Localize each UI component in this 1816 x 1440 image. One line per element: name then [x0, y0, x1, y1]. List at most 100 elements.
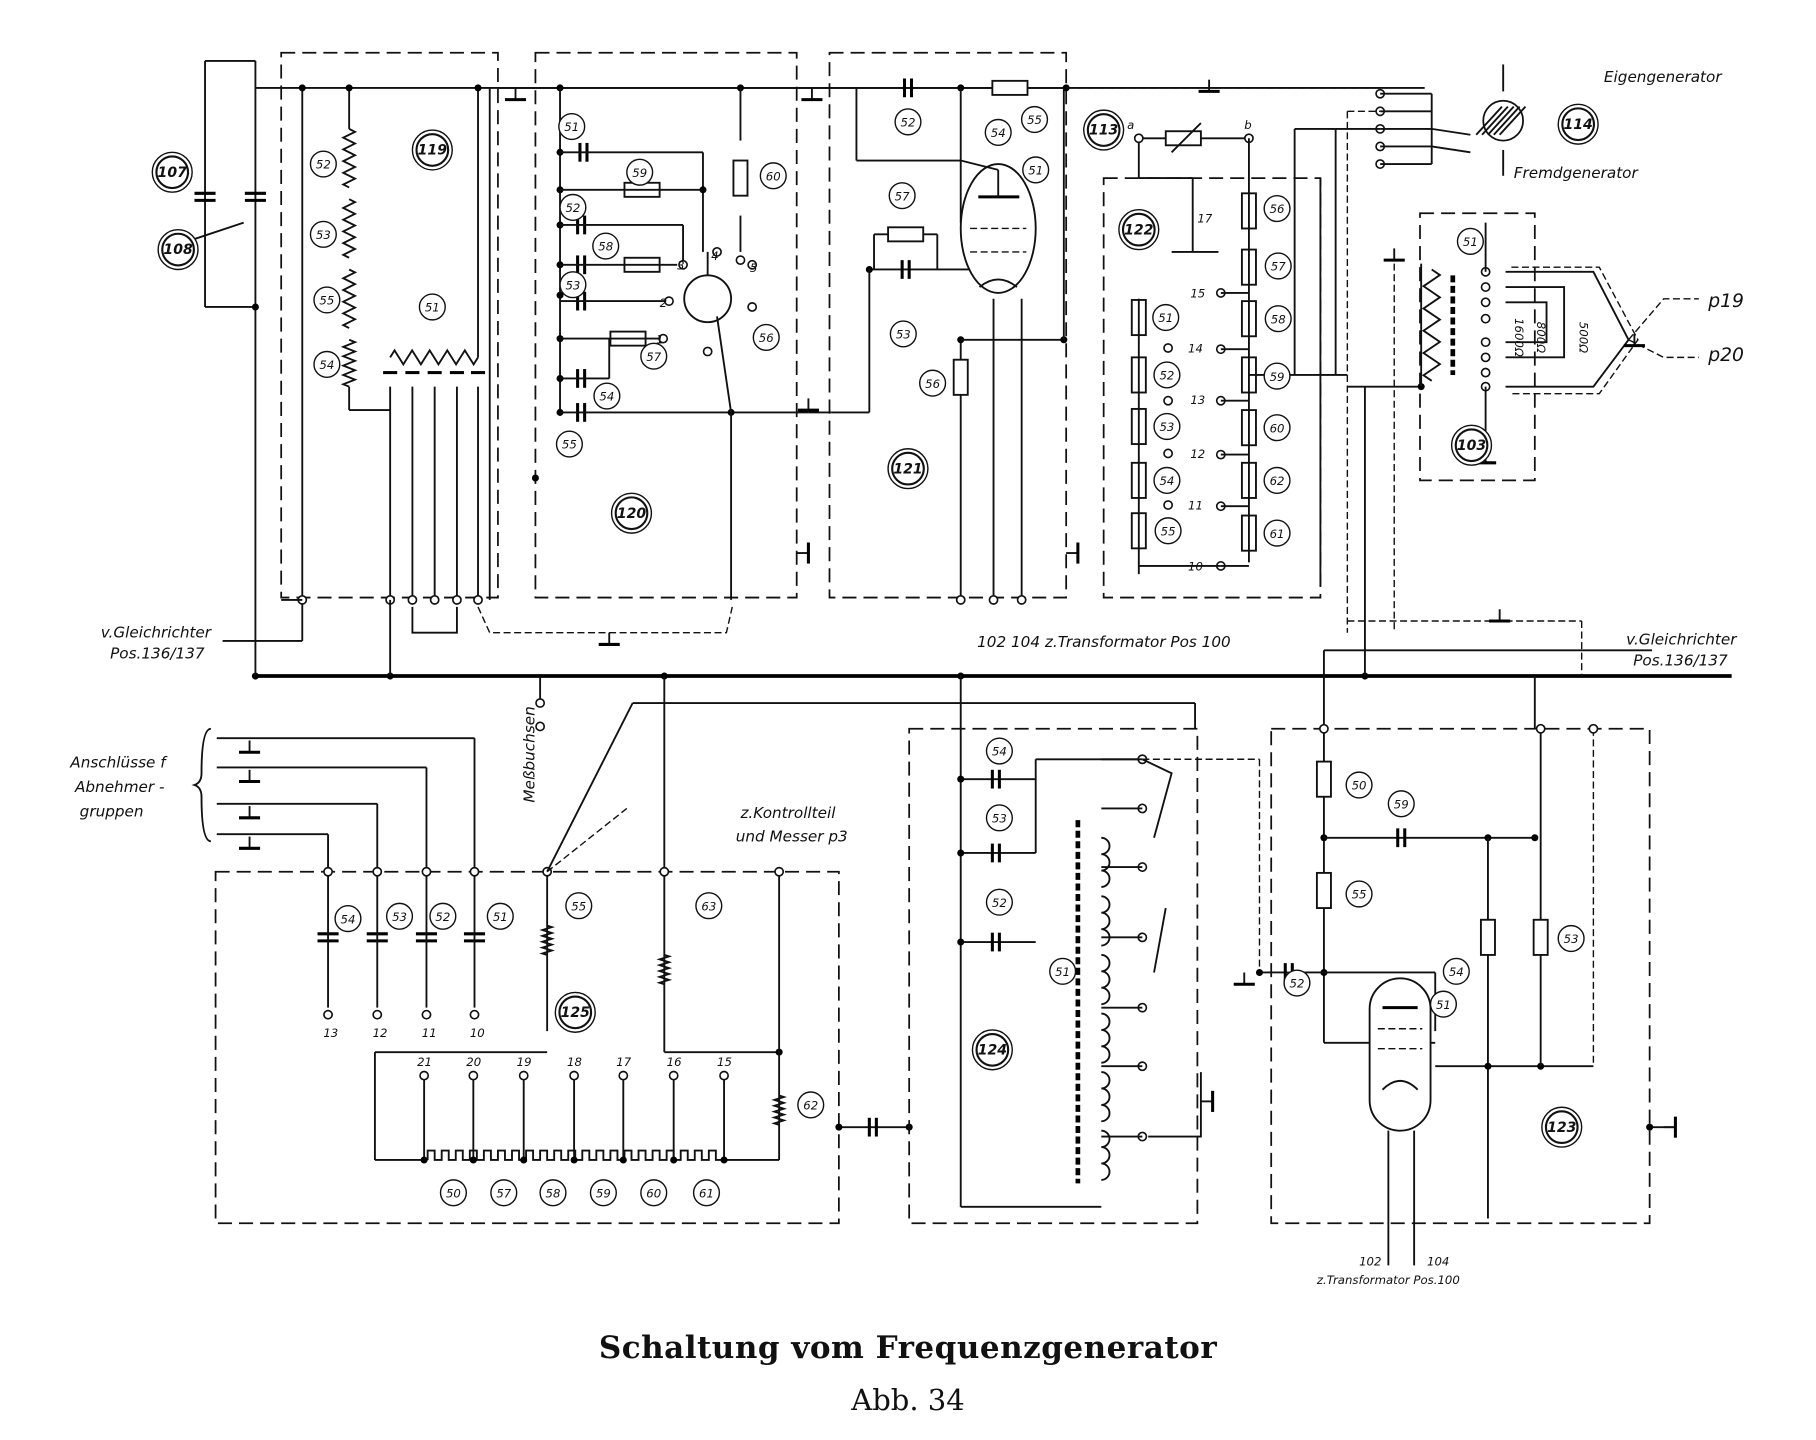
label-text: 121	[893, 461, 922, 477]
terminal	[452, 594, 462, 605]
junction-dot	[556, 335, 564, 343]
label-circle	[1263, 466, 1291, 494]
outer-ring	[1118, 209, 1160, 251]
label-circle	[439, 1179, 468, 1207]
label-circle	[640, 342, 668, 370]
label-text: 54	[341, 912, 356, 926]
label-text: 58	[1271, 312, 1286, 326]
terminal	[518, 1070, 529, 1081]
label-circle	[1557, 924, 1585, 953]
component-label-m125: 54	[334, 905, 362, 933]
label-text: 55	[562, 438, 577, 452]
resistor-icon	[887, 226, 925, 243]
label-circle	[539, 1179, 567, 1207]
label-text: 50	[446, 1186, 461, 1200]
component-label-m125: 50	[439, 1179, 468, 1207]
terminal	[372, 866, 383, 877]
label-text: 53	[896, 328, 911, 342]
component-label-m119: 55	[313, 286, 341, 314]
component-label-m125: 55	[565, 892, 593, 920]
component-label-m125: 57	[490, 1179, 518, 1207]
inner-ring	[1544, 1110, 1579, 1145]
terminal-number-m122: 11	[1188, 499, 1203, 513]
terminal-number-m122: 17	[1197, 212, 1212, 226]
component-label-m121: 52	[894, 108, 922, 136]
terminal-number-m125_taps: 20	[466, 1055, 481, 1069]
label-circle	[589, 1179, 617, 1207]
terminal	[1480, 352, 1491, 363]
outer-ring	[151, 151, 193, 193]
component-label-m120: 58	[592, 232, 620, 260]
component-label-m125: 61	[692, 1179, 721, 1207]
terminal	[1480, 337, 1491, 348]
label-circle	[759, 162, 787, 190]
terminal	[473, 594, 483, 605]
wire	[539, 924, 555, 956]
junction-dot	[720, 1156, 728, 1164]
label-text: 51	[564, 120, 579, 134]
label-text: 52	[316, 158, 331, 172]
component-label-m125: 58	[539, 1179, 567, 1207]
outer-ring	[887, 448, 929, 490]
label-text: 53	[1159, 420, 1174, 434]
terminal	[372, 1009, 383, 1020]
label-pos-left: Pos.136/137	[110, 644, 205, 662]
label-circle	[1283, 969, 1311, 997]
terminal	[468, 1070, 479, 1081]
module-label-108: 108	[157, 228, 199, 271]
label-circle	[385, 902, 414, 930]
outer-ring	[411, 129, 453, 171]
module-label-122: 122	[1118, 209, 1160, 251]
label-circle	[592, 232, 620, 260]
component-label-m123: 50	[1345, 771, 1373, 799]
label-104: 104	[1427, 1254, 1449, 1268]
component-label-m121: 53	[889, 320, 917, 348]
component-label-m124: 52	[985, 888, 1013, 916]
junction-dot	[556, 261, 564, 269]
junction-dot	[865, 265, 873, 274]
component-label-m122: 59	[1263, 362, 1291, 390]
label-text: 63	[701, 899, 716, 913]
module-121-boundary	[828, 51, 1068, 599]
label-circle	[1153, 412, 1181, 441]
label-circle	[695, 892, 723, 920]
component-label-m123: 52	[1283, 969, 1311, 997]
resistor-icon	[1479, 918, 1496, 956]
label-text: 103	[1457, 438, 1486, 454]
label-circle	[1049, 957, 1077, 985]
label-text: 61	[1270, 527, 1285, 541]
junction-dot	[1361, 672, 1369, 680]
label-text: 108	[163, 242, 193, 258]
label-text: 57	[1271, 260, 1286, 274]
label-circle	[692, 1179, 721, 1207]
terminal-number-m120: 1	[656, 332, 663, 346]
component-label-m120: 57	[640, 342, 668, 370]
label-circle	[1263, 362, 1291, 390]
terminal	[988, 594, 999, 605]
label-text: 54	[991, 126, 1006, 140]
label-fremdgenerator: Fremdgenerator	[1514, 164, 1640, 182]
label-circle	[1264, 252, 1292, 280]
terminal-number-m125_taps: 17	[616, 1055, 631, 1069]
wire	[960, 159, 999, 171]
label-text: 54	[992, 745, 1007, 759]
module-label-125: 125	[554, 991, 596, 1033]
component-label-m123: 59	[1387, 790, 1415, 818]
terminal-number-m120: 5	[750, 261, 757, 275]
component-label-m122: 54	[1153, 466, 1181, 494]
wire	[1511, 266, 1639, 395]
component-label-m122: 56	[1263, 194, 1291, 223]
component-label-m124: 51	[1049, 957, 1077, 985]
label-circle	[894, 108, 922, 136]
label-gleichrichter-left: v.Gleichrichter	[101, 623, 213, 641]
label-circle	[1345, 771, 1373, 799]
junction-dot	[556, 186, 564, 194]
wire	[656, 954, 673, 986]
component-label-m125: 59	[589, 1179, 617, 1207]
terminal-number-m125_left: 12	[373, 1026, 388, 1040]
label-circle	[593, 382, 621, 410]
terminal-number-m122: 13	[1190, 393, 1205, 407]
terminal	[1535, 723, 1546, 734]
label-text: 62	[803, 1099, 818, 1113]
wire	[546, 807, 628, 873]
